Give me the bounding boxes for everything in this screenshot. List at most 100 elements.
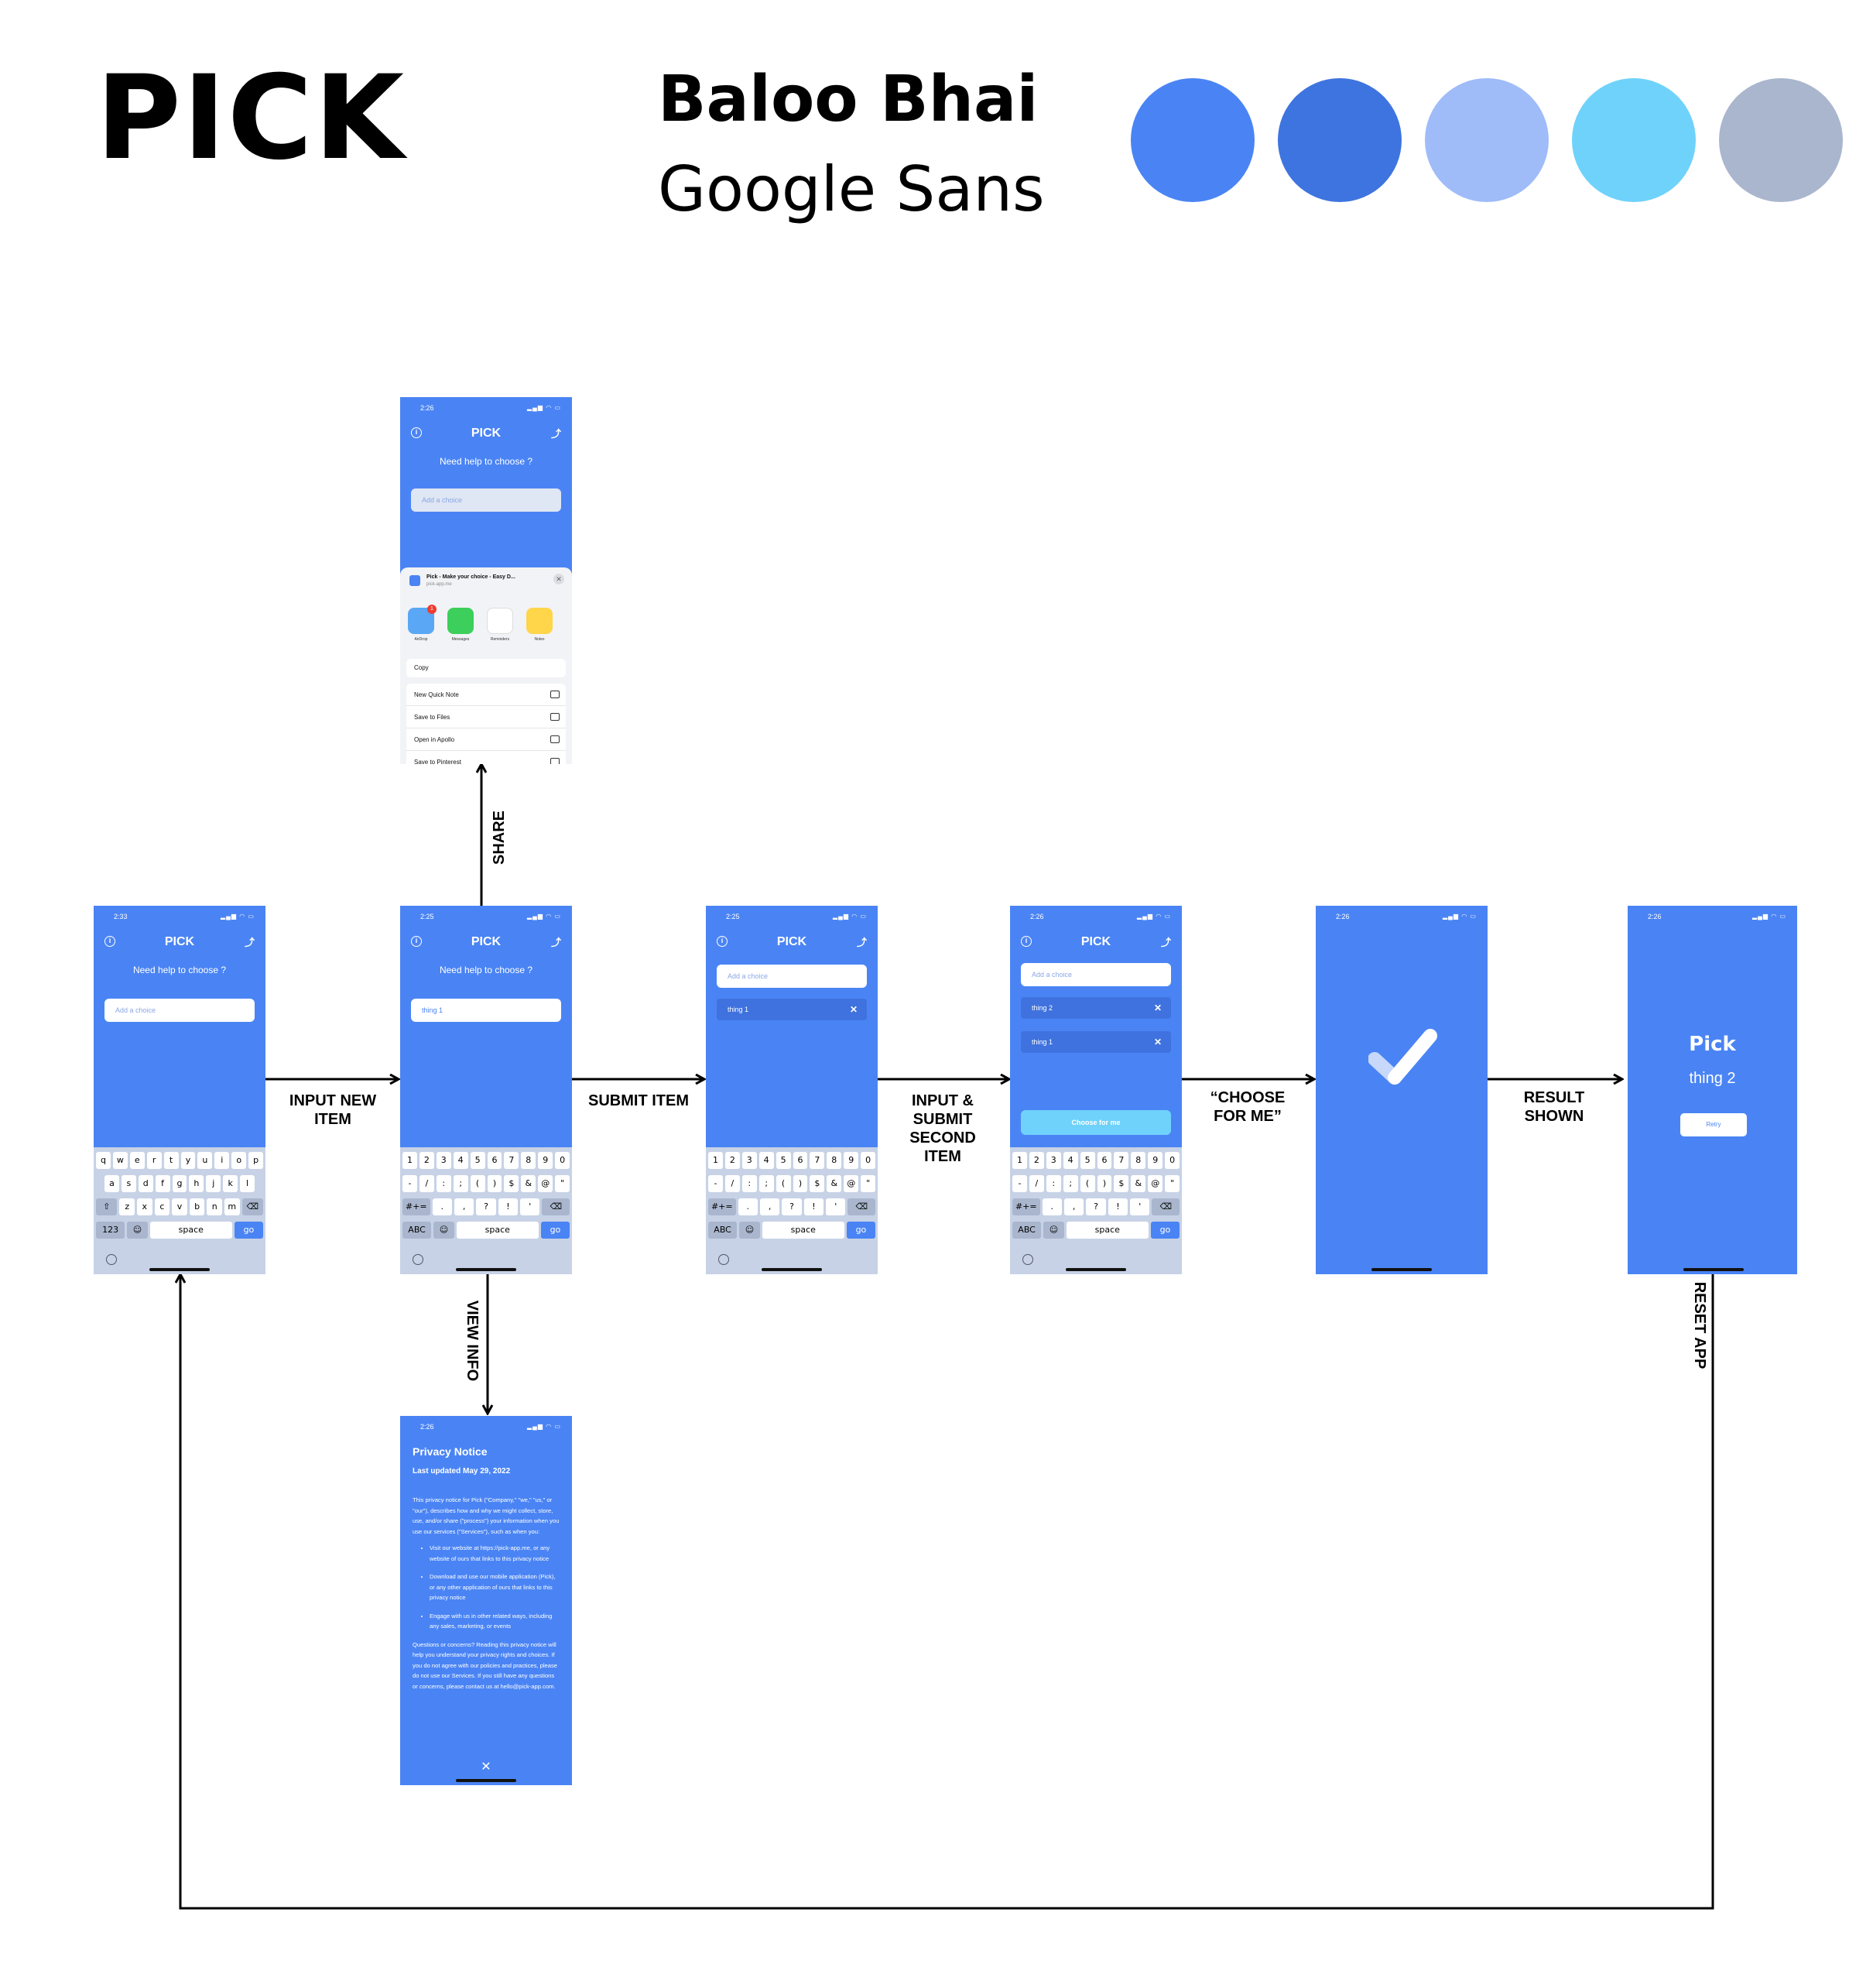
share-app[interactable]: Messages [447,608,474,642]
key[interactable]: @ [844,1175,859,1192]
emoji-key[interactable]: ☺ [739,1222,760,1239]
key[interactable]: q [96,1152,111,1169]
emoji-key[interactable]: ☺ [127,1222,148,1239]
key[interactable]: - [1012,1175,1027,1192]
space-key[interactable]: space [762,1222,844,1239]
key[interactable]: 3 [436,1152,451,1169]
key[interactable]: " [555,1175,570,1192]
info-icon[interactable]: i [1021,936,1032,947]
key[interactable]: ! [1108,1198,1128,1215]
key[interactable]: ( [1080,1175,1095,1192]
key[interactable]: ; [1063,1175,1078,1192]
globe-icon[interactable] [106,1254,117,1265]
key[interactable]: h [189,1175,204,1192]
key[interactable]: - [402,1175,417,1192]
key[interactable]: 7 [504,1152,519,1169]
key[interactable]: ; [758,1175,774,1192]
share-icon[interactable]: ⤴ [550,937,561,948]
key[interactable]: 5 [776,1152,791,1169]
key[interactable]: 1 [1012,1152,1027,1169]
key[interactable]: r [146,1152,162,1169]
key[interactable]: @ [1148,1175,1163,1192]
key[interactable]: . [432,1198,452,1215]
key[interactable]: ( [776,1175,791,1192]
go-key[interactable]: go [234,1222,263,1239]
key[interactable]: $ [504,1175,519,1192]
delete-key[interactable]: ⌫ [241,1198,263,1215]
key[interactable]: ' [826,1198,846,1215]
info-icon[interactable]: i [411,936,422,947]
abc-key[interactable]: ABC [402,1222,432,1239]
key[interactable]: ' [520,1198,540,1215]
remove-icon[interactable]: ✕ [849,1004,858,1015]
share-app[interactable]: Notes [526,608,553,642]
key[interactable]: ? [476,1198,496,1215]
go-key[interactable]: go [846,1222,875,1239]
choice-input[interactable]: Add a choice [717,965,867,988]
info-icon[interactable]: i [411,427,422,438]
key[interactable]: 3 [741,1152,757,1169]
share-icon[interactable]: ⤴ [856,937,867,948]
globe-icon[interactable] [1022,1254,1033,1265]
retry-button[interactable]: Retry [1680,1113,1747,1136]
key[interactable]: z [119,1198,135,1215]
space-key[interactable]: space [456,1222,539,1239]
key[interactable]: n [207,1198,222,1215]
choose-for-me-button[interactable]: Choose for me [1021,1110,1171,1135]
info-icon[interactable]: i [104,936,115,947]
abc-key[interactable]: ABC [1012,1222,1042,1239]
key[interactable]: 4 [1063,1152,1078,1169]
key[interactable]: 2 [724,1152,740,1169]
symbols-key[interactable]: #+= [708,1198,736,1215]
space-key[interactable]: space [1066,1222,1149,1239]
symbols-key[interactable]: #+= [402,1198,430,1215]
share-icon[interactable]: ⤴ [550,428,561,440]
key[interactable]: & [827,1175,842,1192]
key[interactable]: & [1131,1175,1146,1192]
key[interactable]: 0 [861,1152,876,1169]
key[interactable]: 5 [470,1152,485,1169]
numbers-key[interactable]: 123 [96,1222,125,1239]
globe-icon[interactable] [413,1254,423,1265]
share-action[interactable]: Save to Pinterest [406,751,566,764]
key[interactable]: - [708,1175,723,1192]
key[interactable]: ) [487,1175,502,1192]
key[interactable]: . [1042,1198,1062,1215]
share-app[interactable]: Reminders [487,608,513,642]
delete-key[interactable]: ⌫ [847,1198,876,1215]
key[interactable]: 4 [758,1152,774,1169]
info-icon[interactable]: i [717,936,728,947]
delete-key[interactable]: ⌫ [1152,1198,1180,1215]
close-icon[interactable]: ✕ [553,574,564,584]
go-key[interactable]: go [540,1222,570,1239]
key[interactable]: ) [1097,1175,1112,1192]
delete-key[interactable]: ⌫ [542,1198,570,1215]
key[interactable]: ( [470,1175,485,1192]
share-action[interactable]: Save to Files [406,706,566,728]
key[interactable]: f [155,1175,170,1192]
key[interactable]: i [214,1152,230,1169]
key[interactable]: 0 [1165,1152,1180,1169]
choice-input[interactable]: Add a choice [104,999,255,1022]
key[interactable]: b [189,1198,205,1215]
key[interactable]: t [163,1152,179,1169]
close-icon[interactable]: ✕ [481,1760,491,1774]
key[interactable]: $ [810,1175,825,1192]
key[interactable]: " [1165,1175,1180,1192]
key[interactable]: , [454,1198,474,1215]
choice-input[interactable]: Add a choice [411,488,561,512]
globe-icon[interactable] [718,1254,729,1265]
emoji-key[interactable]: ☺ [433,1222,454,1239]
key[interactable]: ; [453,1175,468,1192]
key[interactable]: 9 [1148,1152,1163,1169]
go-key[interactable]: go [1150,1222,1180,1239]
key[interactable]: 3 [1046,1152,1061,1169]
key[interactable]: s [121,1175,136,1192]
key[interactable]: @ [538,1175,553,1192]
abc-key[interactable]: ABC [708,1222,738,1239]
key[interactable]: 8 [1131,1152,1146,1169]
key[interactable]: 5 [1080,1152,1095,1169]
share-icon[interactable]: ⤴ [1160,937,1171,948]
key[interactable]: 6 [793,1152,808,1169]
